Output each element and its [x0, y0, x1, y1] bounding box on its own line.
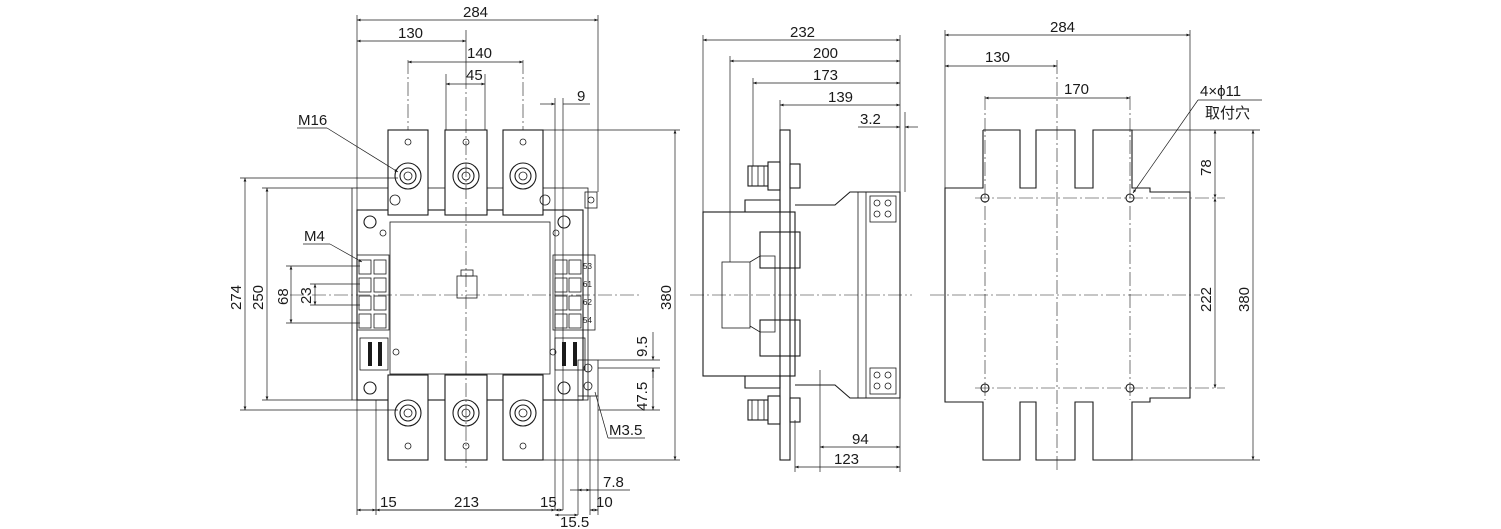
side-bolts — [747, 161, 801, 425]
left-aux-block — [356, 254, 390, 371]
dim-9-front: 9 — [577, 88, 585, 105]
dim-23: 23 — [298, 287, 315, 304]
dim-250: 250 — [250, 285, 267, 310]
dim-380-mount: 380 — [1236, 287, 1253, 312]
dim-15-left: 15 — [380, 494, 397, 511]
dim-123: 123 — [834, 451, 859, 468]
dim-45-front: 45 — [466, 67, 483, 84]
top-terminals — [387, 129, 544, 216]
aux-label-62: 62 — [583, 298, 592, 307]
front-view: 53 61 62 54 284 130 140 — [228, 4, 680, 529]
dim-130-front: 130 — [398, 25, 423, 42]
dim-284-front: 284 — [463, 4, 488, 21]
bottom-terminals — [387, 374, 544, 461]
dim-7-8: 7.8 — [603, 474, 624, 491]
dim-15-5: 15.5 — [560, 514, 589, 529]
dim-10: 10 — [596, 494, 613, 511]
dim-9-5: 9.5 — [634, 336, 651, 357]
dim-3-2: 3.2 — [860, 111, 881, 128]
dim-140-front: 140 — [467, 45, 492, 62]
dim-47-5: 47.5 — [634, 382, 651, 411]
label-holes-spec: 4×ϕ11 — [1200, 83, 1241, 100]
label-m4: M4 — [304, 228, 325, 245]
dim-232: 232 — [790, 24, 815, 41]
aux-label-61: 61 — [583, 280, 592, 289]
dim-94: 94 — [852, 431, 869, 448]
dim-139: 139 — [828, 89, 853, 106]
dim-78-mount: 78 — [1198, 159, 1215, 176]
label-m16: M16 — [298, 112, 327, 129]
aux-label-53: 53 — [583, 262, 592, 271]
dim-173: 173 — [813, 67, 838, 84]
label-m3-5: M3.5 — [609, 422, 642, 439]
dim-222: 222 — [1198, 287, 1215, 312]
dim-213: 213 — [454, 494, 479, 511]
dim-170: 170 — [1064, 81, 1089, 98]
mount-view: 284 130 170 4×ϕ11 取付穴 78 222 380 — [930, 19, 1262, 470]
dim-15-right: 15 — [540, 494, 557, 511]
dim-284-mount: 284 — [1050, 19, 1075, 36]
dim-200: 200 — [813, 45, 838, 62]
right-aux-block: 53 61 62 54 — [552, 191, 599, 397]
dim-68: 68 — [275, 288, 292, 305]
side-view: 232 200 173 139 3.2 94 123 — [690, 24, 918, 472]
dim-130-mount: 130 — [985, 49, 1010, 66]
label-holes-note: 取付穴 — [1205, 105, 1250, 122]
dim-380-front: 380 — [658, 285, 675, 310]
dim-274: 274 — [228, 285, 245, 310]
aux-label-54: 54 — [583, 316, 592, 325]
